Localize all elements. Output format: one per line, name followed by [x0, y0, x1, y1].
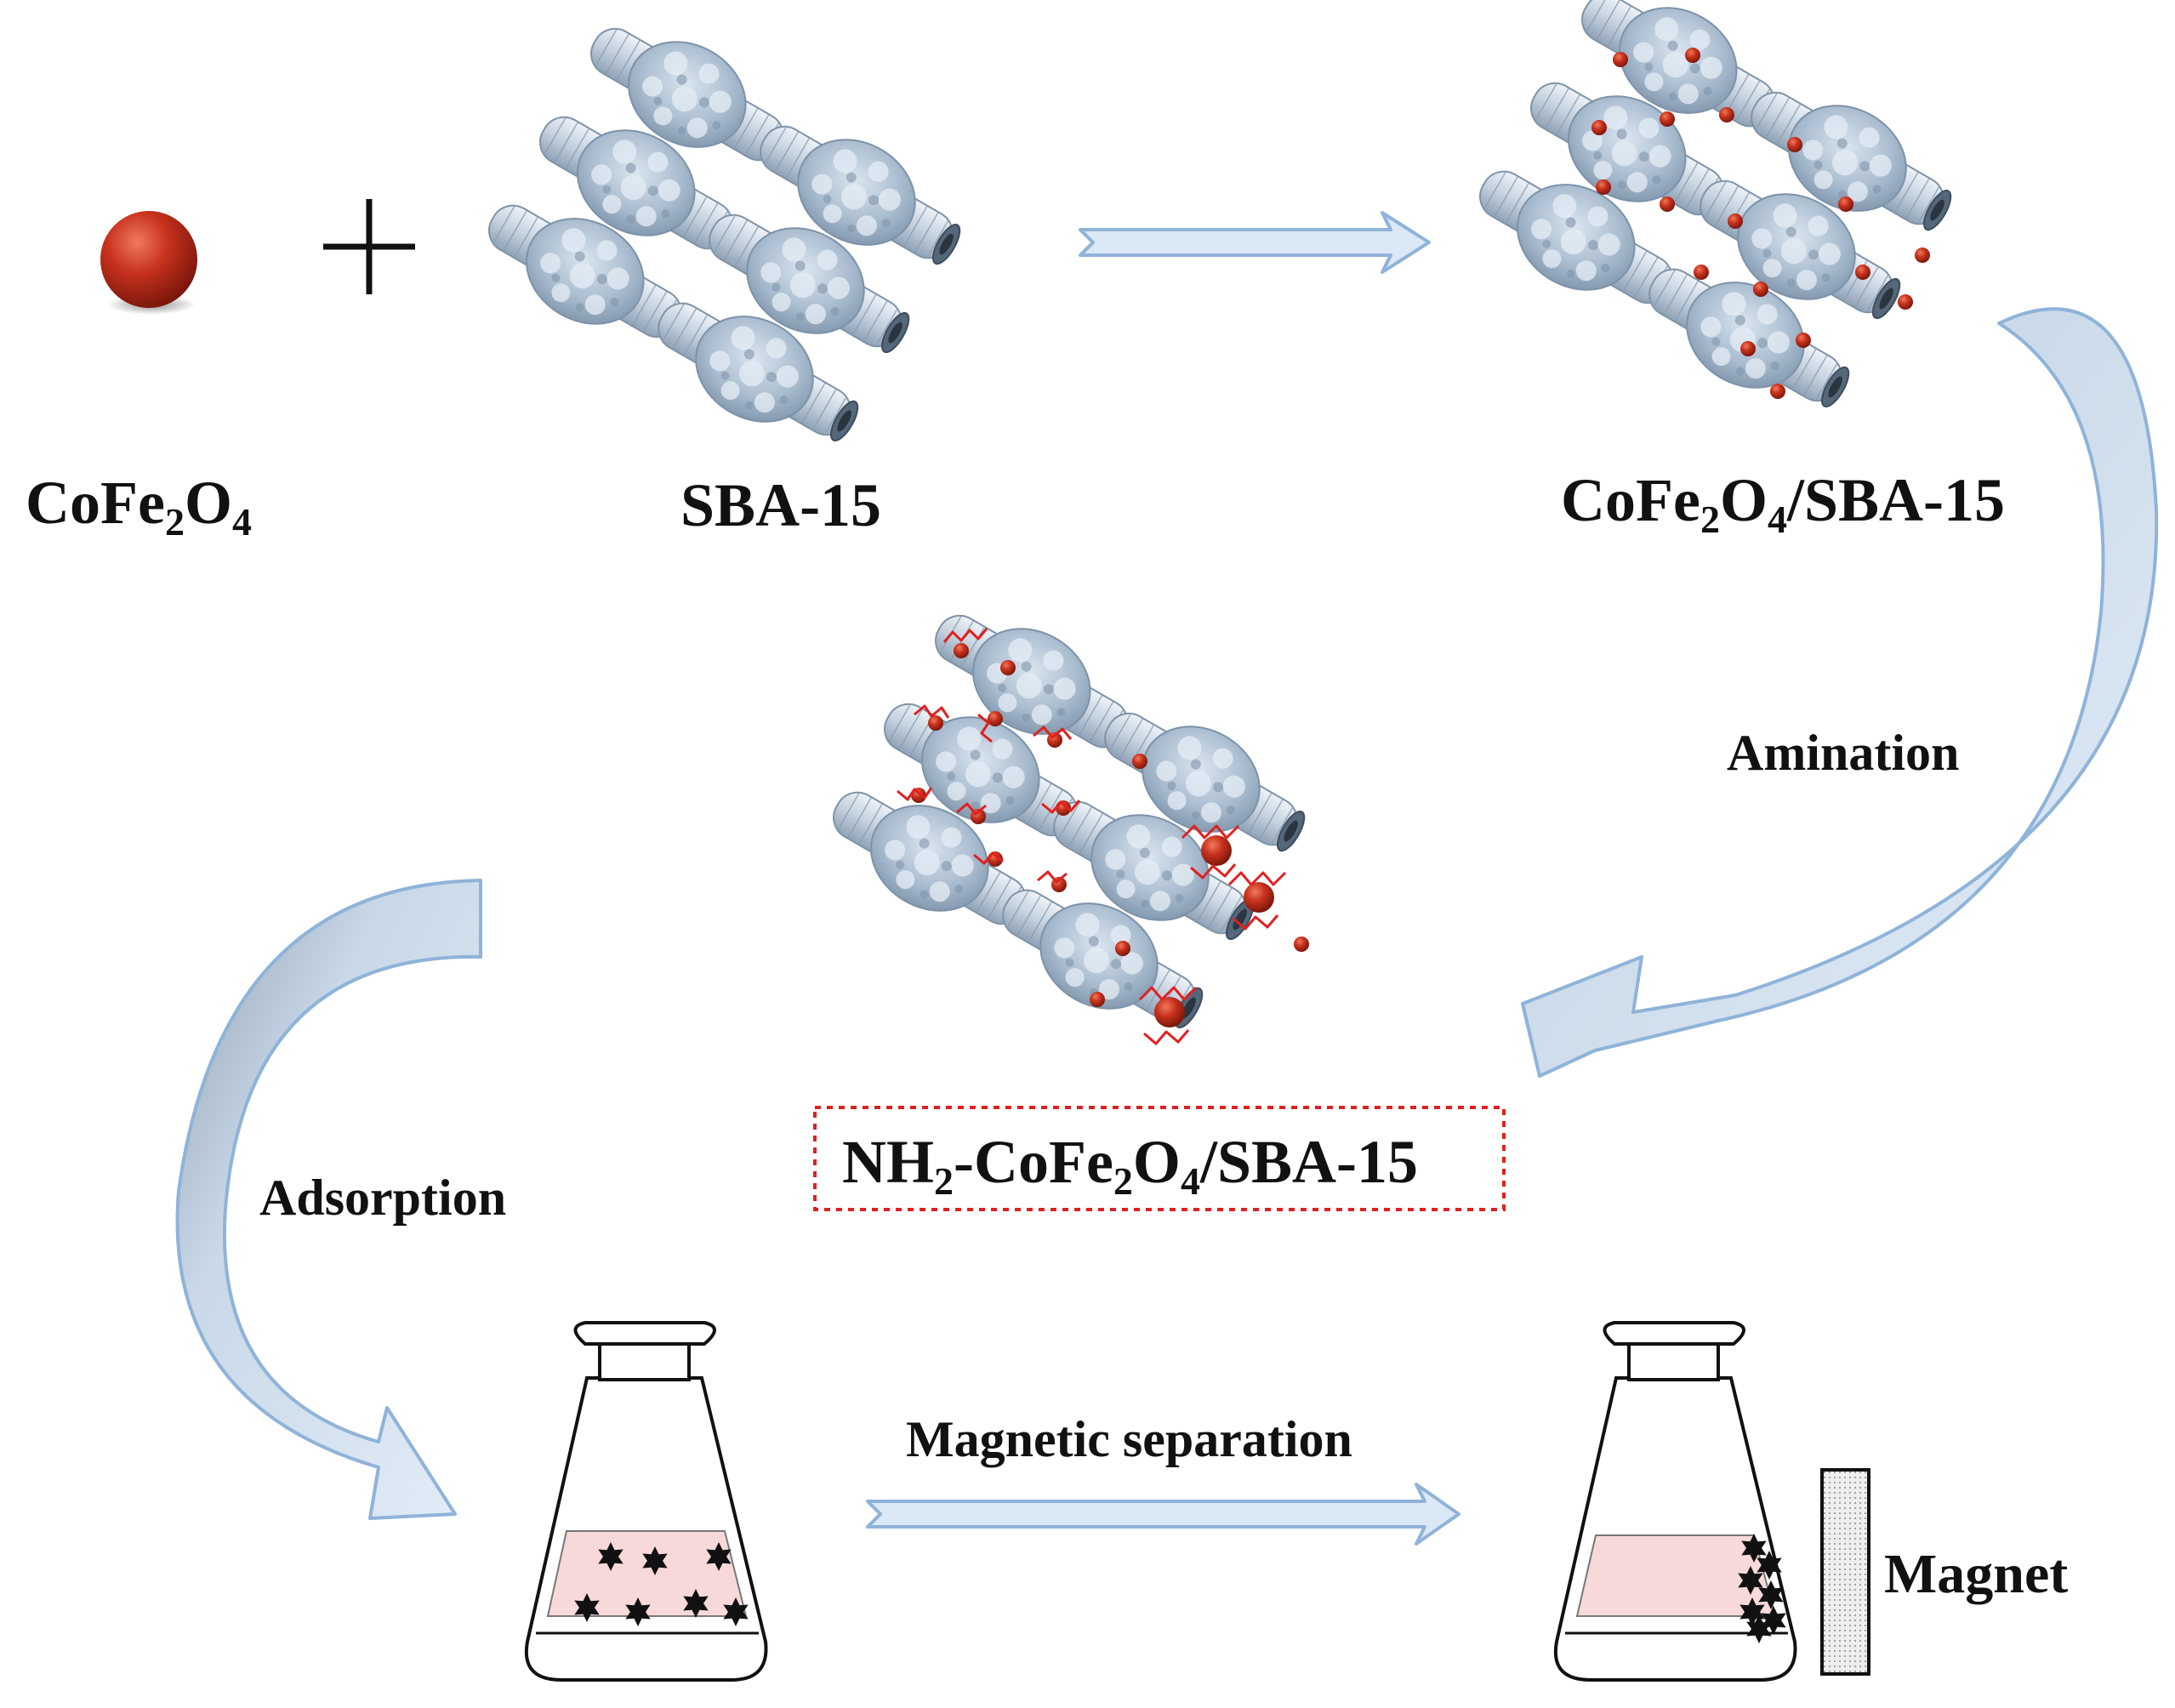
functionalized-label-box	[813, 1106, 1506, 1211]
sba15-label: SBA-15	[680, 471, 881, 539]
sba15-structure	[469, 0, 979, 468]
flask-icon-adsorption	[524, 1321, 768, 1682]
amination-label: Amination	[1727, 725, 1959, 781]
cofe2o4-label: CoFe2O4	[26, 469, 252, 544]
amine-functionalized-nanoparticles	[911, 643, 1309, 1028]
magnet-label: Magnet	[1884, 1543, 2068, 1605]
nh2-cofe2o4-sba15-structure	[813, 585, 1324, 1055]
curved-arrow-amination	[1521, 307, 2159, 1078]
amine-chains	[897, 628, 1287, 1045]
curved-arrow-adsorption	[175, 879, 482, 1520]
magnet-icon	[1820, 1468, 1870, 1676]
arrow-right-1	[1079, 211, 1431, 274]
cofe2o4-sba15-structure	[1460, 0, 1970, 434]
nh2-cofe2o4-sba15-label: NH2-CoFe2O4/SBA-15	[842, 1128, 1418, 1203]
adsorption-label: Adsorption	[259, 1170, 506, 1226]
plus-icon	[323, 199, 415, 294]
cofe2o4-sba15-label: CoFe2O4/SBA-15	[1561, 466, 2005, 541]
flask-icon-separation	[1553, 1321, 1797, 1682]
magnetic-separation-label: Magnetic separation	[906, 1411, 1352, 1467]
cofe2o4-nanoparticle	[100, 211, 197, 315]
arrow-right-2	[866, 1483, 1460, 1546]
